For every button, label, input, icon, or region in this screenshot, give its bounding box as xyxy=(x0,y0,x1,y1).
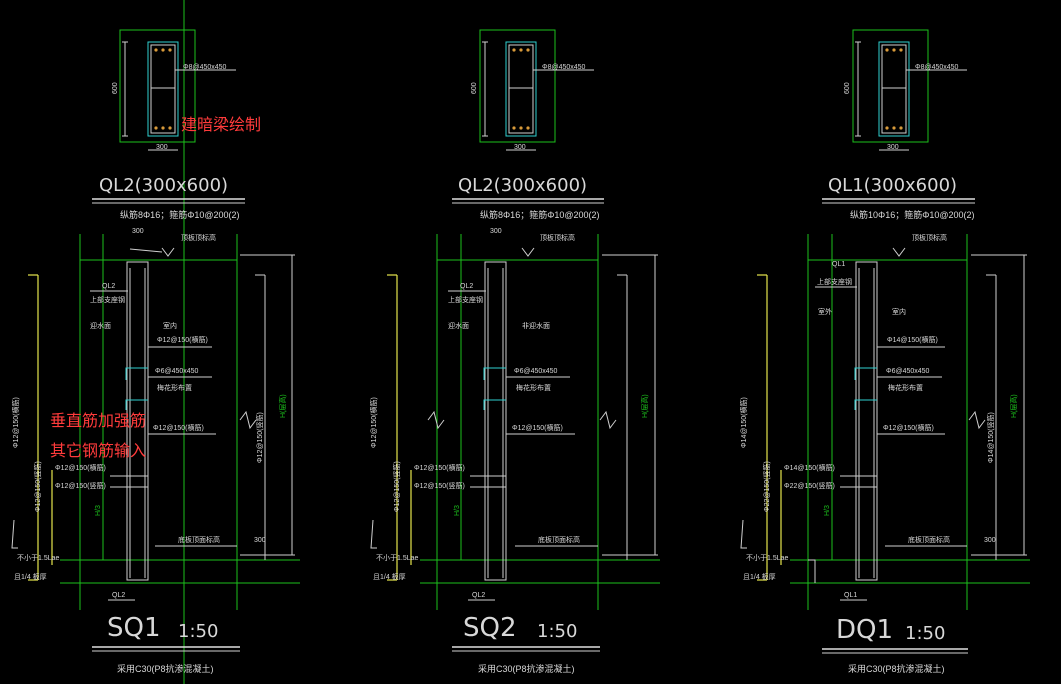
anchor-sub: 且1/4 板厚 xyxy=(743,572,776,581)
panel-sq1[interactable]: Φ8@450x450 600 300 QL2(300x600) 纵筋8Φ16；箍… xyxy=(11,29,300,674)
anchor-label: 不小于1.5Lae xyxy=(17,553,60,562)
dim-height: 600 xyxy=(112,82,119,94)
anchor-label: 不小于1.5Lae xyxy=(746,553,789,562)
wall-dim: 300 xyxy=(132,228,144,235)
h3-label: H/3 xyxy=(824,505,831,516)
drawing-scale: 1:50 xyxy=(178,621,218,642)
stirrup-label: Φ8@450x450 xyxy=(915,64,959,71)
bottom-label: 底板顶面标高 xyxy=(538,535,580,544)
bottom-tag: QL2 xyxy=(112,592,125,599)
drawing-note: 采用C30(P8抗渗混凝土) xyxy=(117,663,214,674)
stirrup-label: Φ8@450x450 xyxy=(183,64,227,71)
section-title: QL1(300x600) xyxy=(828,175,957,196)
dim-width: 300 xyxy=(887,144,899,151)
dim-300: 300 xyxy=(984,537,996,544)
right-v: Φ12@150(竖筋) xyxy=(255,412,264,463)
h-label: H(层高) xyxy=(1009,394,1018,418)
drawing-scale: 1:50 xyxy=(537,621,577,642)
left-v2: Φ12@150(竖筋) xyxy=(392,461,401,512)
face-b: 室内 xyxy=(892,307,906,316)
annotation-vertical-bar: 垂直筋加强筋 xyxy=(50,411,146,430)
face-a: 室外 xyxy=(818,307,832,316)
annotation-beam-draw: 建暗梁绘制 xyxy=(181,115,261,134)
bar-2: Φ6@450x450 xyxy=(514,368,558,375)
anchor-sub: 且1/4 板厚 xyxy=(14,572,47,581)
bar-2: Φ6@450x450 xyxy=(886,368,930,375)
right-v: Φ14@150(竖筋) xyxy=(986,412,995,463)
bottom-label: 底板顶面标高 xyxy=(178,535,220,544)
face-b: 室内 xyxy=(163,321,177,330)
bar-3: Φ12@150(横筋) xyxy=(512,423,563,432)
bar-5: Φ12@150(竖筋) xyxy=(55,481,106,490)
dim-width: 300 xyxy=(514,144,526,151)
top-label: 顶板顶标高 xyxy=(912,233,947,242)
section-title: QL2(300x600) xyxy=(458,175,587,196)
bar-5: Φ12@150(竖筋) xyxy=(414,481,465,490)
beam-sub: 上部支座钢 xyxy=(448,295,483,304)
face-a: 迎水面 xyxy=(448,321,469,330)
section-title: QL2(300x600) xyxy=(99,175,228,196)
bar-2: Φ6@450x450 xyxy=(155,368,199,375)
drawing-note: 采用C30(P8抗渗混凝土) xyxy=(478,663,575,674)
h-label: H(层高) xyxy=(278,394,287,418)
beam-tag: QL2 xyxy=(102,283,115,290)
h3-label: H/3 xyxy=(454,505,461,516)
wall-dim: 300 xyxy=(490,228,502,235)
section-desc: 纵筋8Φ16；箍筋Φ10@200(2) xyxy=(120,209,240,220)
left-v1: Φ12@150(横筋) xyxy=(369,397,378,448)
left-v2: Φ12@150(竖筋) xyxy=(33,461,42,512)
section-desc: 纵筋8Φ16；箍筋Φ10@200(2) xyxy=(480,209,600,220)
top-label: 顶板顶标高 xyxy=(181,233,216,242)
drawing-title: DQ1 xyxy=(836,615,893,645)
drawing-scale: 1:50 xyxy=(905,623,945,644)
panel-sq2[interactable]: Φ8@450x450 600 300 QL2(300x600) 纵筋8Φ16；箍… xyxy=(369,29,660,674)
bar-3: Φ12@150(横筋) xyxy=(883,423,934,432)
bar-1: Φ12@150(横筋) xyxy=(157,335,208,344)
annotation-other-bar: 其它钢筋输入 xyxy=(50,441,146,460)
bottom-tag: QL2 xyxy=(472,592,485,599)
bar-4: Φ12@150(横筋) xyxy=(55,463,106,472)
left-v1: Φ12@150(横筋) xyxy=(11,397,20,448)
panel-dq1[interactable]: Φ8@450x450 600 300 QL1(300x600) 纵筋10Φ16；… xyxy=(739,29,1030,674)
bar-4: Φ14@150(横筋) xyxy=(784,463,835,472)
face-b: 非迎水面 xyxy=(522,321,550,330)
h-label: H(层高) xyxy=(640,394,649,418)
left-v2: Φ22@150(竖筋) xyxy=(762,461,771,512)
stirrup-label: Φ8@450x450 xyxy=(542,64,586,71)
h3-label: H/3 xyxy=(95,505,102,516)
dim-height: 600 xyxy=(844,82,851,94)
section-desc: 纵筋10Φ16；箍筋Φ10@200(2) xyxy=(850,209,975,220)
dim-width: 300 xyxy=(156,144,168,151)
face-a: 迎水面 xyxy=(90,321,111,330)
drawing-note: 采用C30(P8抗渗混凝土) xyxy=(848,663,945,674)
beam-sub: 上部支座钢 xyxy=(817,277,852,286)
drawing-title: SQ1 xyxy=(107,613,161,643)
bar-1: Φ14@150(横筋) xyxy=(887,335,938,344)
bar-3: Φ12@150(横筋) xyxy=(153,423,204,432)
bar-2-sub: 梅花形布置 xyxy=(157,383,192,392)
anchor-sub: 且1/4 板厚 xyxy=(373,572,406,581)
bar-2-sub: 梅花形布置 xyxy=(888,383,923,392)
beam-tag: QL1 xyxy=(832,261,845,268)
dim-height: 600 xyxy=(471,82,478,94)
bottom-tag: QL1 xyxy=(844,592,857,599)
drawing-title: SQ2 xyxy=(463,613,517,643)
dim-300: 300 xyxy=(254,537,266,544)
beam-sub: 上部支座钢 xyxy=(90,295,125,304)
bottom-label: 底板顶面标高 xyxy=(908,535,950,544)
bar-4: Φ12@150(横筋) xyxy=(414,463,465,472)
bar-2-sub: 梅花形布置 xyxy=(516,383,551,392)
bar-5: Φ22@150(竖筋) xyxy=(784,481,835,490)
top-label: 顶板顶标高 xyxy=(540,233,575,242)
anchor-label: 不小于1.5Lae xyxy=(376,553,419,562)
left-v1: Φ14@150(横筋) xyxy=(739,397,748,448)
beam-tag: QL2 xyxy=(460,283,473,290)
